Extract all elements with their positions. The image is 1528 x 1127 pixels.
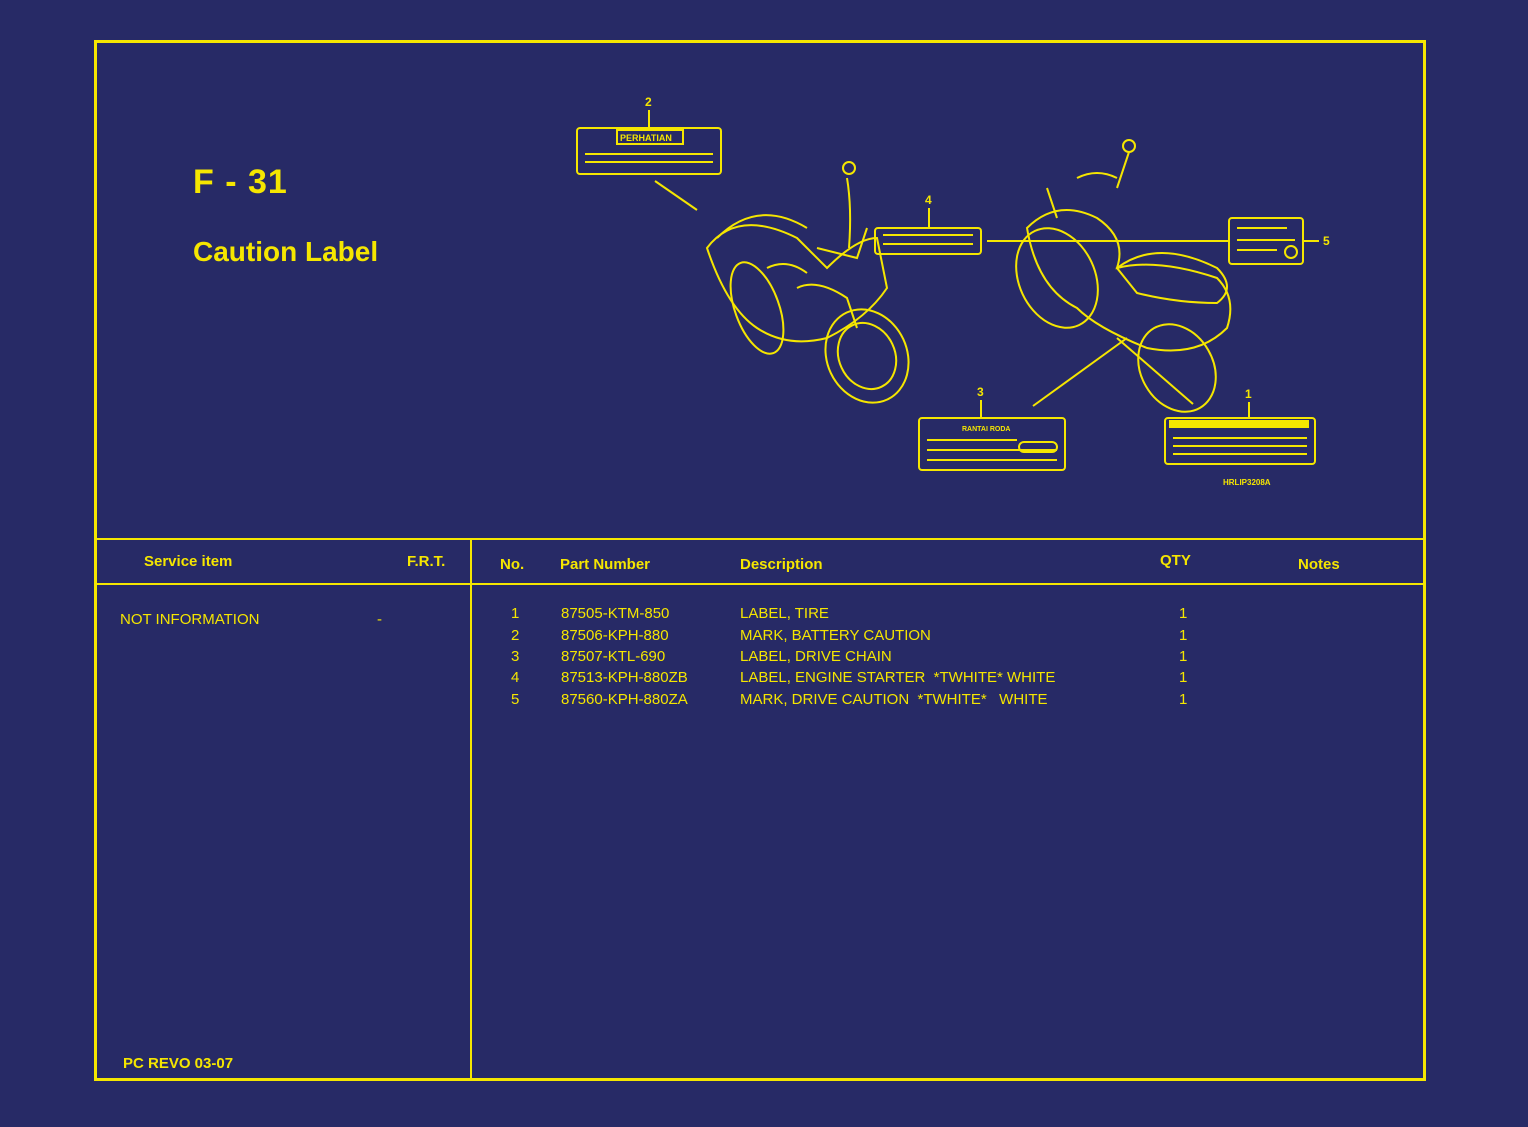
row-no: 5 (511, 691, 520, 708)
row-qty: 1 (1179, 691, 1188, 708)
col-notes: Notes (1298, 556, 1340, 573)
label-1: 1 HRLIP3208A (1116, 337, 1316, 487)
col-service-item: Service item (144, 553, 233, 570)
row-description: LABEL, DRIVE CHAIN (740, 648, 892, 665)
section-title: Caution Label (193, 236, 379, 267)
callout-2: 2 (645, 95, 652, 109)
table-divider (470, 540, 472, 1078)
col-description: Description (740, 556, 823, 573)
row-part-number: 87507-KTL-690 (561, 648, 666, 665)
row-no: 2 (511, 627, 520, 644)
callout-1: 1 (1245, 387, 1252, 401)
label-perhatian-text: PERHATIAN (620, 133, 672, 143)
row-description: LABEL, TIRE (740, 605, 829, 622)
label-5: 5 (1228, 217, 1330, 265)
label-3-rantai-roda: 3 RANTAI RODA (918, 337, 1128, 471)
service-item-value: NOT INFORMATION (120, 611, 260, 628)
row-qty: 1 (1179, 605, 1188, 622)
row-qty: 1 (1179, 669, 1188, 686)
section-code: F - 31 (193, 163, 288, 201)
label-4: 4 (874, 193, 1229, 255)
row-description: LABEL, ENGINE STARTER *TWHITE* WHITE (740, 669, 1056, 686)
figure-code: HRLIP3208A (1223, 478, 1271, 487)
col-frt: F.R.T. (407, 553, 446, 570)
row-part-number: 87505-KTM-850 (561, 605, 670, 622)
model-footer: PC REVO 03-07 (123, 1055, 234, 1072)
row-no: 4 (511, 669, 520, 686)
row-part-number: 87506-KPH-880 (561, 627, 669, 644)
row-no: 3 (511, 648, 520, 665)
label-2-perhatian: 2 PERHATIAN (576, 95, 722, 211)
parts-diagram: 2 PERHATIAN 4 (576, 95, 1330, 487)
row-description: MARK, BATTERY CAUTION (740, 627, 931, 644)
callout-3: 3 (977, 385, 984, 399)
label-rantai-text: RANTAI RODA (962, 426, 1010, 433)
motorcycle-left-icon (705, 161, 910, 404)
col-qty: QTY (1160, 552, 1191, 569)
catalog-frame: F - 31 Caution Label 2 PERHATIAN (94, 40, 1426, 1081)
callout-4: 4 (925, 193, 932, 207)
motorcycle-right-icon (1015, 139, 1232, 413)
callout-5: 5 (1323, 234, 1330, 248)
row-no: 1 (511, 605, 520, 622)
row-part-number: 87513-KPH-880ZB (561, 669, 688, 686)
row-qty: 1 (1179, 627, 1188, 644)
table-header-rule (97, 583, 1423, 585)
row-qty: 1 (1179, 648, 1188, 665)
col-no: No. (500, 556, 525, 573)
table-top-rule (97, 538, 1423, 540)
row-description: MARK, DRIVE CAUTION *TWHITE* WHITE (740, 691, 1048, 708)
col-part-number: Part Number (560, 556, 651, 573)
row-part-number: 87560-KPH-880ZA (561, 691, 688, 708)
frt-value: - (377, 611, 382, 628)
